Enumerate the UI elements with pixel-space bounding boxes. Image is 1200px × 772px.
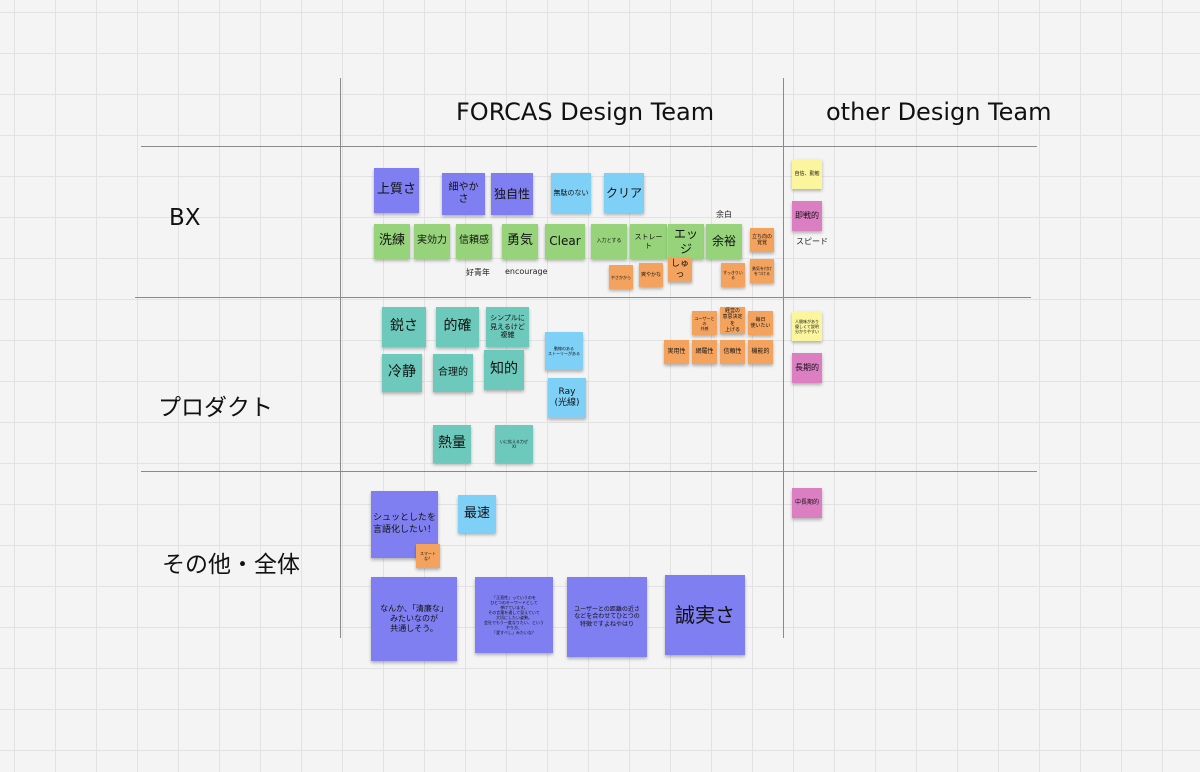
sticky-note[interactable]: スマートな？: [416, 544, 440, 568]
sticky-note[interactable]: 「正直性」っていうのを ひとつのキーワードとして 挙げています。 その言葉を通し…: [475, 577, 553, 653]
sticky-note[interactable]: 動線のある ストーリーがある: [545, 332, 583, 370]
sticky-note[interactable]: しゅっ: [668, 258, 692, 282]
divider-header: [141, 146, 1037, 147]
column-header-forcas: FORCAS Design Team: [456, 98, 715, 126]
sticky-note[interactable]: 立ち向の覚覚: [750, 228, 774, 252]
text-label: encourage: [505, 267, 548, 276]
divider-product: [141, 471, 1037, 472]
sticky-note[interactable]: エッジ: [668, 224, 704, 259]
row-header-bx: BX: [169, 205, 201, 231]
sticky-note[interactable]: シュッとしたを 言語化したい！: [371, 491, 438, 558]
divider-bx: [135, 297, 1031, 298]
sticky-note[interactable]: 入力とする: [591, 224, 627, 259]
sticky-note[interactable]: 知的: [484, 350, 524, 390]
sticky-note[interactable]: クリア: [604, 173, 644, 213]
sticky-note[interactable]: 即戦的: [792, 201, 822, 231]
sticky-note[interactable]: 実効力: [414, 224, 450, 259]
sticky-note[interactable]: 洗練: [374, 224, 410, 259]
sticky-note[interactable]: なんか、「清廉な」 みたいなのが 共通しそう。: [371, 577, 457, 661]
sticky-note[interactable]: 鋭さ: [382, 307, 426, 347]
sticky-note[interactable]: 誠実さ: [665, 575, 745, 655]
sticky-note[interactable]: 細やかさ: [442, 173, 485, 215]
sticky-note[interactable]: 網羅性: [692, 340, 717, 364]
sticky-note[interactable]: 勇気を付けをつける: [750, 259, 774, 283]
sticky-note[interactable]: 冷静: [382, 354, 422, 392]
sticky-note[interactable]: 最速: [458, 495, 496, 533]
sticky-note[interactable]: 中長期的: [792, 488, 822, 518]
sticky-note[interactable]: すっきりいる: [721, 263, 745, 287]
sticky-note[interactable]: 爽やかな: [639, 263, 663, 287]
sticky-note[interactable]: ユーザーとの距離の近さ などを合わせてひとつの 特徴ですよねやはり: [567, 577, 647, 657]
sticky-note[interactable]: 自信、勤勉: [792, 159, 822, 189]
sticky-note[interactable]: シンプルに 見えるけど 複雑: [486, 307, 529, 347]
sticky-note[interactable]: 毎日 使いたい: [748, 311, 773, 335]
sticky-note[interactable]: いに拡える力ぜ XI: [495, 425, 533, 463]
sticky-note[interactable]: 機能的: [748, 340, 773, 364]
sticky-note[interactable]: 熱量: [433, 425, 471, 463]
sticky-note[interactable]: ユーザーとの 共感: [692, 311, 717, 335]
divider-left: [340, 78, 341, 638]
sticky-note[interactable]: 信頼感: [456, 224, 492, 259]
sticky-note[interactable]: 勇気: [502, 224, 538, 259]
text-label: 余白: [716, 210, 732, 219]
sticky-note[interactable]: 経営の 意思決定を 上げる: [720, 307, 745, 334]
sticky-note[interactable]: 余裕: [706, 224, 742, 259]
sticky-note[interactable]: 長期的: [792, 353, 822, 383]
divider-middle: [783, 78, 784, 638]
sticky-note[interactable]: Clear: [545, 224, 585, 259]
row-header-product: プロダクト: [158, 395, 273, 421]
sticky-note[interactable]: Ray (光線): [548, 378, 586, 418]
sticky-note[interactable]: 上質さ: [374, 168, 419, 213]
text-label: スピード: [796, 237, 828, 246]
sticky-note[interactable]: 実用性: [664, 340, 689, 364]
sticky-note[interactable]: 人間味があり 優しくて説明 分かりやすい: [792, 311, 822, 341]
sticky-note[interactable]: 的確: [436, 307, 479, 347]
sticky-note[interactable]: やさかから: [609, 265, 633, 289]
column-header-other: other Design Team: [826, 98, 1052, 126]
sticky-note[interactable]: 無駄のない: [551, 173, 591, 213]
sticky-note[interactable]: 信頼性: [720, 340, 745, 364]
sticky-note[interactable]: ストレート: [630, 224, 667, 259]
text-label: 好青年: [466, 268, 490, 277]
sticky-note[interactable]: 独自性: [491, 173, 533, 215]
row-header-other: その他・全体: [162, 552, 300, 578]
sticky-note[interactable]: 合理的: [433, 354, 473, 392]
